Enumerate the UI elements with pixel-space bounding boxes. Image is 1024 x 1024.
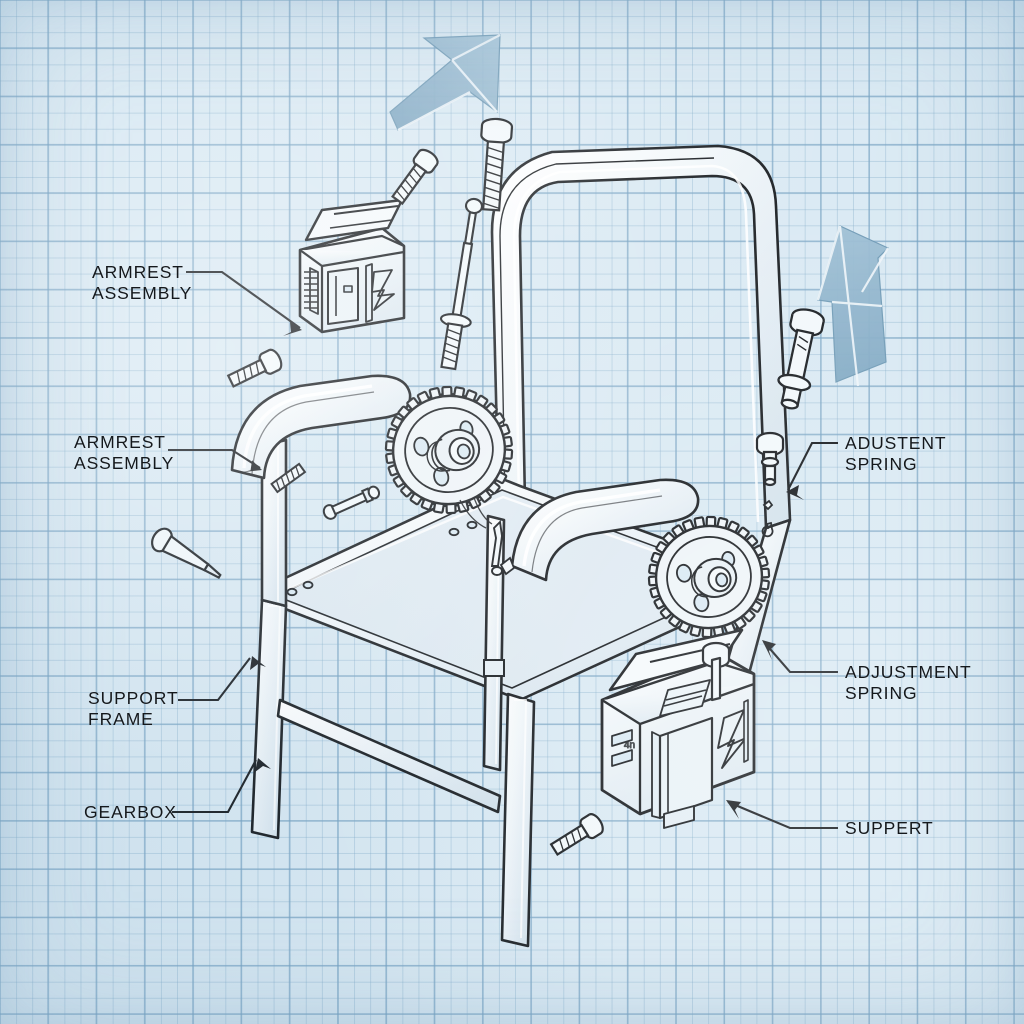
armrest-left [230,374,412,480]
setscrew-a [270,462,307,494]
pin-a [151,527,222,580]
leader-armrest-assembly-top [186,270,301,329]
bolt-f [549,813,604,857]
gearbox-unit-lower: 4n [600,628,756,829]
bolt-b [391,148,439,206]
gear-lower [647,515,771,639]
leader-support-frame [178,657,251,702]
label-adjustment-spring-bot: ADJUSTMENT SPRING [845,662,972,703]
leader-support [727,801,838,830]
bolt-d [226,348,283,388]
leader-adjustment-spring-top [787,441,838,491]
bolt-c [439,197,484,371]
label-adjustment-spring-top: ADUSTENT SPRING [845,433,947,474]
label-gearbox: GEARBOX [84,802,177,822]
svg-text:4n: 4n [624,740,635,751]
leader-lines [168,270,838,830]
post-collar [483,659,505,677]
thumbscrew-a [755,431,785,487]
assembly-guides [459,497,493,529]
leader-adjustment-spring-bot [763,641,838,674]
clip-a [490,519,503,576]
motion-arrow-up-right [389,34,501,131]
leader-armrest-assembly-mid [168,448,261,469]
label-support-frame: SUPPORT FRAME [88,688,179,729]
clip-b [499,556,516,576]
label-armrest-assembly-top: ARMREST ASSEMBLY [92,262,193,303]
label-armrest-assembly-mid: ARMREST ASSEMBLY [74,432,175,473]
leader-arrowheads [241,322,804,819]
armrest-right [510,478,700,582]
motion-arrow-up [816,225,890,387]
label-support: SUPPERT [845,818,934,838]
gearbox-unit-upper [298,198,406,334]
pin-b [322,485,381,520]
bolt-a [480,117,514,212]
bolt-e [777,308,825,410]
gear-upper [384,385,514,515]
leader-gearbox [172,759,257,814]
pin-c [761,499,774,538]
